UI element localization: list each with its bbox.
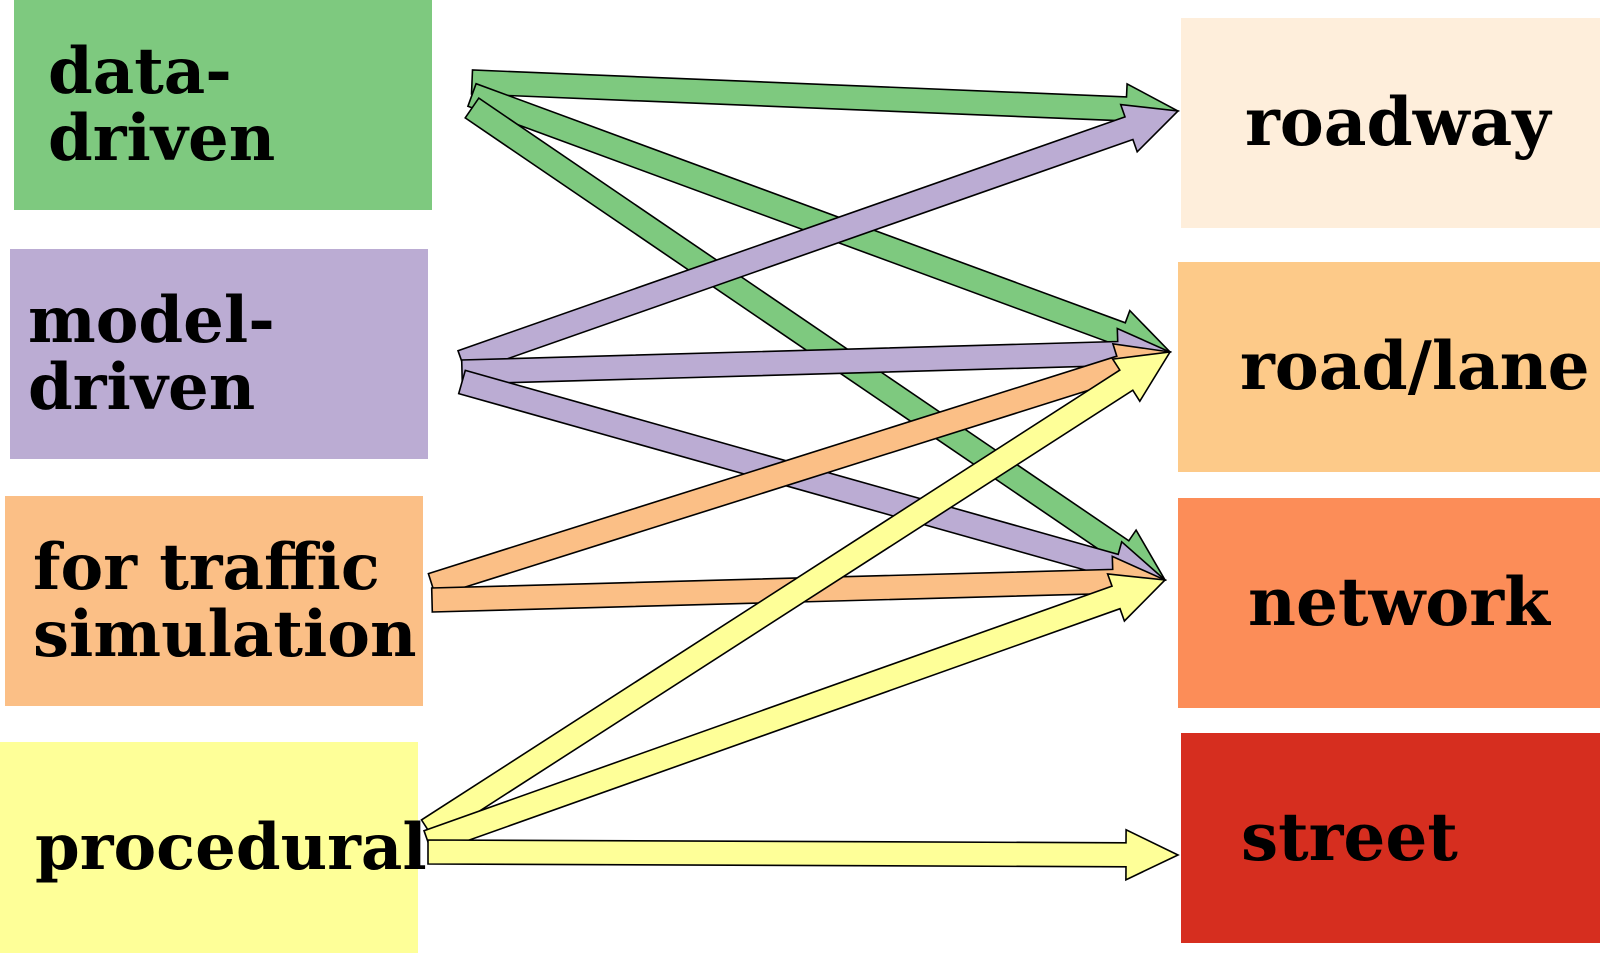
source-box-model-driven: model- driven	[10, 249, 428, 459]
source-label-data-driven: data- driven	[48, 33, 276, 176]
arrow-data-driven-to-network	[464, 96, 1167, 582]
target-label-road-lane: road/lane	[1240, 327, 1590, 406]
target-box-network: network	[1178, 498, 1600, 708]
source-box-traffic-simulation: for traffic simulation	[5, 496, 423, 706]
arrow-model-driven-to-roadway	[456, 103, 1180, 375]
arrow-model-driven-to-network	[457, 369, 1167, 592]
arrow-procedural-to-network	[422, 572, 1167, 855]
target-label-street: street	[1241, 798, 1458, 877]
source-box-procedural: procedural	[0, 742, 427, 953]
target-label-network: network	[1248, 563, 1550, 642]
arrow-procedural-to-street	[427, 828, 1180, 882]
source-box-data-driven: data- driven	[14, 0, 432, 210]
target-box-road-lane: road/lane	[1178, 262, 1600, 472]
source-label-traffic-simulation: for traffic simulation	[33, 529, 417, 672]
source-label-model-driven: model- driven	[28, 282, 275, 425]
target-box-street: street	[1181, 733, 1600, 943]
target-box-roadway: roadway	[1181, 18, 1600, 228]
arrow-procedural-to-road-lane	[420, 351, 1172, 842]
source-label-procedural: procedural	[35, 809, 427, 885]
target-label-roadway: roadway	[1245, 83, 1551, 162]
